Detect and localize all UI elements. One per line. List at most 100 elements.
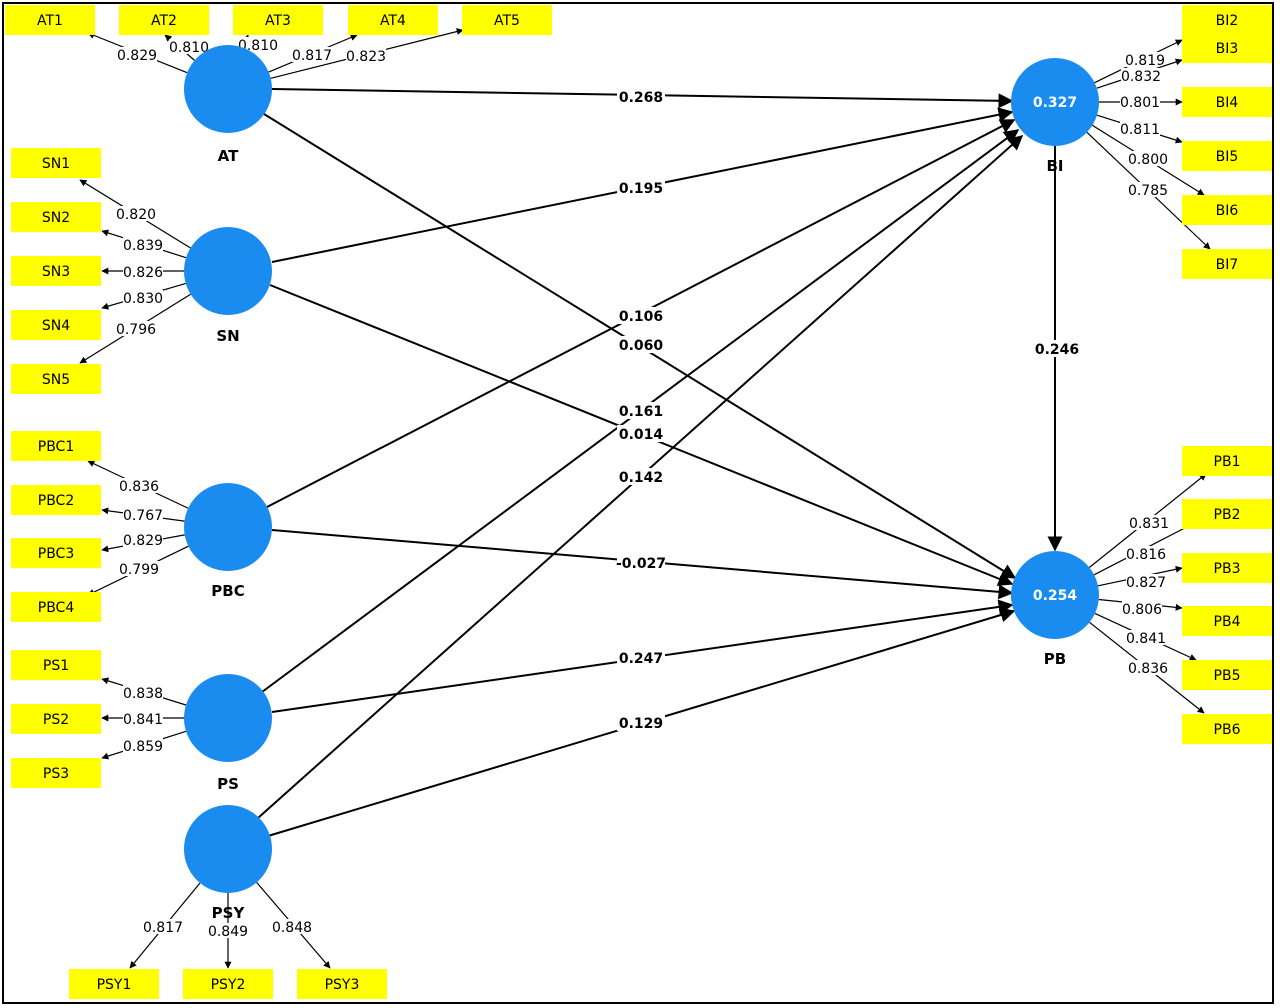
indicator-bi5[interactable]: BI5 (1182, 141, 1272, 171)
indicator-box (11, 364, 101, 394)
loading-bg-pb6 (1128, 660, 1168, 675)
construct-label: PBC (211, 582, 244, 600)
construct-pbc[interactable]: PBC (184, 483, 272, 600)
indicator-box (1182, 249, 1272, 279)
construct-label: SN (216, 327, 239, 345)
indicator-ps3[interactable]: PS3 (11, 758, 101, 788)
loading-bg-ps3 (123, 738, 163, 753)
indicator-box (1182, 606, 1272, 636)
indicator-pb2[interactable]: PB2 (1182, 499, 1272, 529)
indicator-box (183, 969, 273, 999)
indicator-sn4[interactable]: SN4 (11, 310, 101, 340)
loading-bg-at3 (238, 37, 278, 52)
indicator-label: AT5 (494, 13, 520, 29)
indicator-at3[interactable]: AT3 (233, 5, 323, 35)
loading-bg-pbc4 (119, 561, 159, 576)
indicator-ps2[interactable]: PS2 (11, 704, 101, 734)
loading-pb3: 0.827 (1126, 575, 1166, 591)
indicator-pb4[interactable]: PB4 (1182, 606, 1272, 636)
structural-paths: 0.2680.1950.1060.0600.1610.0140.142-0.02… (257, 88, 1081, 837)
loading-bg-at2 (169, 39, 209, 54)
indicator-bi6[interactable]: BI6 (1182, 195, 1272, 225)
path-coef-sn-bi: 0.195 (619, 181, 663, 197)
indicator-at1[interactable]: AT1 (5, 5, 95, 35)
indicator-box (1182, 714, 1272, 744)
indicator-label: PSY1 (97, 977, 132, 993)
indicator-label: BI3 (1216, 41, 1239, 57)
path-coef-bg-at-bi (617, 88, 665, 105)
loading-pb1: 0.831 (1129, 516, 1169, 532)
loading-sn3: 0.826 (123, 265, 163, 281)
indicator-bi4[interactable]: BI4 (1182, 87, 1272, 117)
loading-bg-bi3 (1121, 68, 1161, 83)
indicator-label: SN3 (42, 264, 70, 280)
indicator-box (1182, 5, 1272, 35)
construct-ps[interactable]: PS (184, 674, 272, 793)
indicator-pb5[interactable]: PB5 (1182, 660, 1272, 690)
indicator-box (11, 202, 101, 232)
construct-circle (1011, 551, 1099, 639)
indicator-bi3[interactable]: BI3 (1182, 33, 1272, 63)
indicator-pb1[interactable]: PB1 (1182, 446, 1272, 476)
construct-sn[interactable]: SN (184, 227, 272, 345)
path-coef-ps-bi: 0.161 (619, 404, 663, 420)
indicator-pbc3[interactable]: PBC3 (11, 538, 101, 568)
indicator-label: BI6 (1216, 203, 1239, 219)
indicator-pbc2[interactable]: PBC2 (11, 485, 101, 515)
indicator-psy1[interactable]: PSY1 (69, 969, 159, 999)
loading-sn4: 0.830 (123, 291, 163, 307)
construct-circle (184, 805, 272, 893)
indicator-box (69, 969, 159, 999)
construct-at[interactable]: AT (184, 45, 272, 165)
indicator-box (1182, 141, 1272, 171)
indicator-box (11, 758, 101, 788)
indicator-pbc1[interactable]: PBC1 (11, 431, 101, 461)
indicator-label: AT3 (265, 13, 291, 29)
construct-label: PS (217, 775, 239, 793)
indicator-bi7[interactable]: BI7 (1182, 249, 1272, 279)
loading-ps3: 0.859 (123, 739, 163, 755)
indicator-pb6[interactable]: PB6 (1182, 714, 1272, 744)
loading-pb4: 0.806 (1122, 602, 1162, 618)
construct-circle (184, 45, 272, 133)
indicator-at2[interactable]: AT2 (119, 5, 209, 35)
indicator-box (11, 148, 101, 178)
indicator-pb3[interactable]: PB3 (1182, 553, 1272, 583)
loading-ps2: 0.841 (123, 712, 163, 728)
path-coef-pbc-pb: -0.027 (616, 556, 666, 572)
construct-psy[interactable]: PSY (184, 805, 272, 922)
loading-bg-at4 (292, 47, 332, 62)
indicator-psy3[interactable]: PSY3 (297, 969, 387, 999)
indicator-box (233, 5, 323, 35)
indicator-ps1[interactable]: PS1 (11, 650, 101, 680)
construct-circle (184, 674, 272, 762)
loading-bg-pbc2 (123, 507, 163, 522)
loading-bg-sn5 (116, 321, 156, 336)
loading-bg-psy3 (272, 919, 312, 934)
indicator-psy2[interactable]: PSY2 (183, 969, 273, 999)
path-coef-pbc-bi: 0.106 (619, 309, 663, 325)
loading-bg-psy2 (208, 923, 248, 938)
indicator-bi2[interactable]: BI2 (1182, 5, 1272, 35)
indicator-label: PBC4 (38, 600, 75, 616)
indicator-label: SN1 (42, 156, 70, 172)
indicator-box (1182, 195, 1272, 225)
indicator-label: BI5 (1216, 149, 1239, 165)
loading-bi5: 0.811 (1120, 122, 1160, 138)
loading-bg-ps2 (123, 711, 163, 726)
indicator-at4[interactable]: AT4 (348, 5, 438, 35)
indicator-label: BI7 (1216, 257, 1239, 273)
indicator-sn1[interactable]: SN1 (11, 148, 101, 178)
indicator-pbc4[interactable]: PBC4 (11, 592, 101, 622)
indicator-at5[interactable]: AT5 (462, 5, 552, 35)
indicator-label: SN2 (42, 210, 70, 226)
indicator-sn5[interactable]: SN5 (11, 364, 101, 394)
indicator-sn3[interactable]: SN3 (11, 256, 101, 286)
indicator-sn2[interactable]: SN2 (11, 202, 101, 232)
loading-psy1: 0.817 (143, 920, 183, 936)
